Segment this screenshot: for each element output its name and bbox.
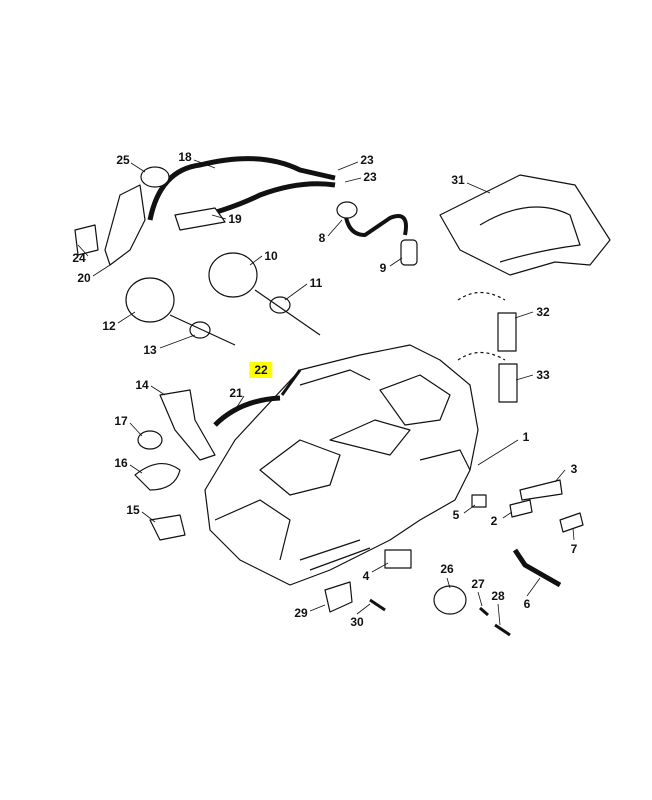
callout-13[interactable]: 13 bbox=[143, 343, 157, 357]
callout-2[interactable]: 2 bbox=[490, 514, 498, 528]
callout-7[interactable]: 7 bbox=[570, 542, 578, 556]
cover-part-31 bbox=[439, 174, 611, 276]
label-plate-32 bbox=[497, 312, 517, 352]
callout-12[interactable]: 12 bbox=[102, 319, 116, 333]
callout-24[interactable]: 24 bbox=[72, 251, 86, 265]
callout-4[interactable]: 4 bbox=[362, 569, 370, 583]
callout-22-highlighted[interactable]: 22 bbox=[249, 362, 273, 378]
callout-26[interactable]: 26 bbox=[440, 562, 454, 576]
callout-9[interactable]: 9 bbox=[379, 261, 387, 275]
callout-5[interactable]: 5 bbox=[452, 508, 460, 522]
callout-27[interactable]: 27 bbox=[471, 577, 485, 591]
callout-8[interactable]: 8 bbox=[318, 231, 326, 245]
label-plate-33 bbox=[498, 363, 518, 403]
callout-18[interactable]: 18 bbox=[178, 150, 192, 164]
callout-11[interactable]: 11 bbox=[309, 276, 323, 290]
callout-15[interactable]: 15 bbox=[126, 503, 140, 517]
callout-10[interactable]: 10 bbox=[264, 249, 278, 263]
callout-6[interactable]: 6 bbox=[523, 597, 531, 611]
callout-20[interactable]: 20 bbox=[77, 271, 91, 285]
callout-14[interactable]: 14 bbox=[135, 378, 149, 392]
part-22-pin bbox=[280, 369, 302, 396]
callout-16[interactable]: 16 bbox=[114, 456, 128, 470]
callout-29[interactable]: 29 bbox=[294, 606, 308, 620]
callout-1[interactable]: 1 bbox=[522, 430, 530, 444]
callout-25[interactable]: 25 bbox=[116, 153, 130, 167]
callout-3[interactable]: 3 bbox=[570, 462, 578, 476]
callout-31[interactable]: 31 bbox=[451, 173, 465, 187]
callout-32[interactable]: 32 bbox=[536, 305, 550, 319]
callout-23[interactable]: 23 bbox=[360, 153, 374, 167]
leader-lines bbox=[77, 159, 575, 626]
callout-23[interactable]: 23 bbox=[363, 170, 377, 184]
callout-17[interactable]: 17 bbox=[114, 414, 128, 428]
callout-30[interactable]: 30 bbox=[350, 615, 364, 629]
callout-28[interactable]: 28 bbox=[491, 589, 505, 603]
callout-21[interactable]: 21 bbox=[229, 386, 243, 400]
callout-19[interactable]: 19 bbox=[228, 212, 242, 226]
housing-part-1 bbox=[204, 344, 479, 586]
callout-33[interactable]: 33 bbox=[536, 368, 550, 382]
